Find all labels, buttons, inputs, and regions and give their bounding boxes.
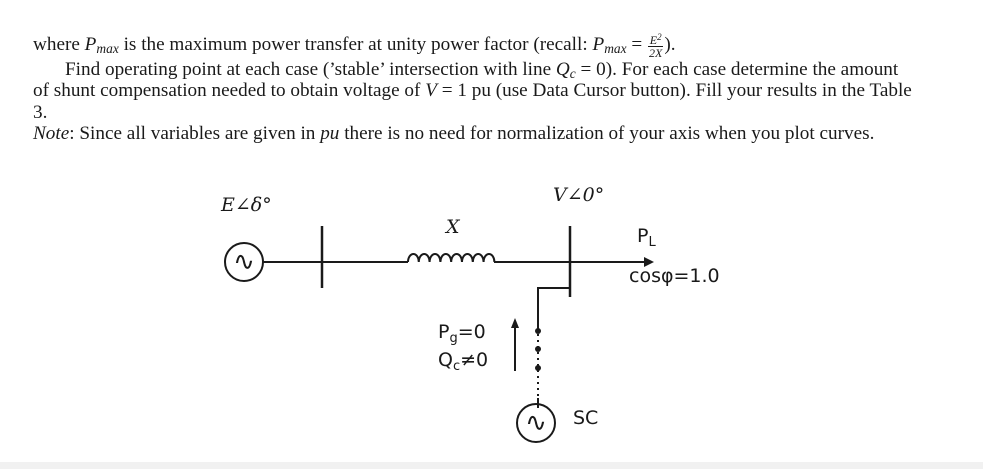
pmax-symbol-recall: Pmax — [592, 34, 627, 56]
sc-generator-circle — [516, 403, 556, 443]
sc-active-power-label: Pg=0 — [438, 321, 486, 346]
footer-strip — [0, 462, 983, 469]
instructions-part-c: = 1 pu (use Data Cursor button). Fill yo… — [33, 80, 912, 123]
word-where: where — [33, 34, 80, 55]
paragraph-instructions: Find operating point at each case (’stab… — [33, 59, 913, 123]
ac-wave-icon: ∿ — [233, 247, 255, 277]
pmax-symbol: Pmax — [84, 34, 119, 56]
fraction-numerator: E — [649, 33, 658, 47]
recall-close: ). — [664, 34, 676, 55]
sc-label: SC — [573, 407, 598, 429]
note-part-b: there is no need for normalization of yo… — [344, 123, 875, 145]
load-power-label: PL — [637, 225, 656, 250]
load-arrow-right-icon — [644, 257, 654, 267]
bus-voltage-label: V∠0° — [553, 184, 604, 206]
fraction-exponent: 2 — [657, 32, 662, 42]
reactance-coil-icon — [407, 253, 496, 263]
pmax-description: is the maximum power transfer at unity p… — [123, 34, 588, 55]
fraction-denominator: 2X — [649, 46, 663, 60]
instructions-part-a: Find operating point at each case (’stab… — [65, 59, 552, 80]
note-label: Note — [33, 123, 70, 145]
note-part-a: : Since all variables are given in — [69, 123, 316, 145]
problem-text: where Pmax is the maximum power transfer… — [33, 32, 913, 145]
paragraph-pmax-definition: where Pmax is the maximum power transfer… — [33, 32, 913, 60]
qc-arrow-up-icon — [511, 318, 519, 328]
equals-sign: = — [631, 34, 643, 55]
load-power-factor-label: cosφ=1.0 — [629, 265, 720, 287]
sc-connection-line — [537, 287, 570, 328]
v-symbol: V — [425, 80, 437, 102]
sc-reactive-power-label: Qc≠0 — [438, 349, 488, 374]
qc-symbol: Qc — [555, 59, 576, 81]
note-pu: pu — [320, 123, 340, 145]
sc-dot-icon — [535, 365, 541, 371]
pmax-fraction: E2 2X — [648, 32, 664, 60]
ac-wave-icon: ∿ — [525, 408, 547, 438]
sc-dot-icon — [535, 328, 541, 334]
source-voltage-label: E∠δ° — [220, 194, 272, 216]
sc-dot-icon — [535, 346, 541, 352]
instructions-part-b: = 0). For each case determine the amount… — [33, 59, 899, 102]
reactance-label: X — [444, 216, 461, 238]
paragraph-note: Note: Since all variables are given in p… — [33, 123, 913, 144]
